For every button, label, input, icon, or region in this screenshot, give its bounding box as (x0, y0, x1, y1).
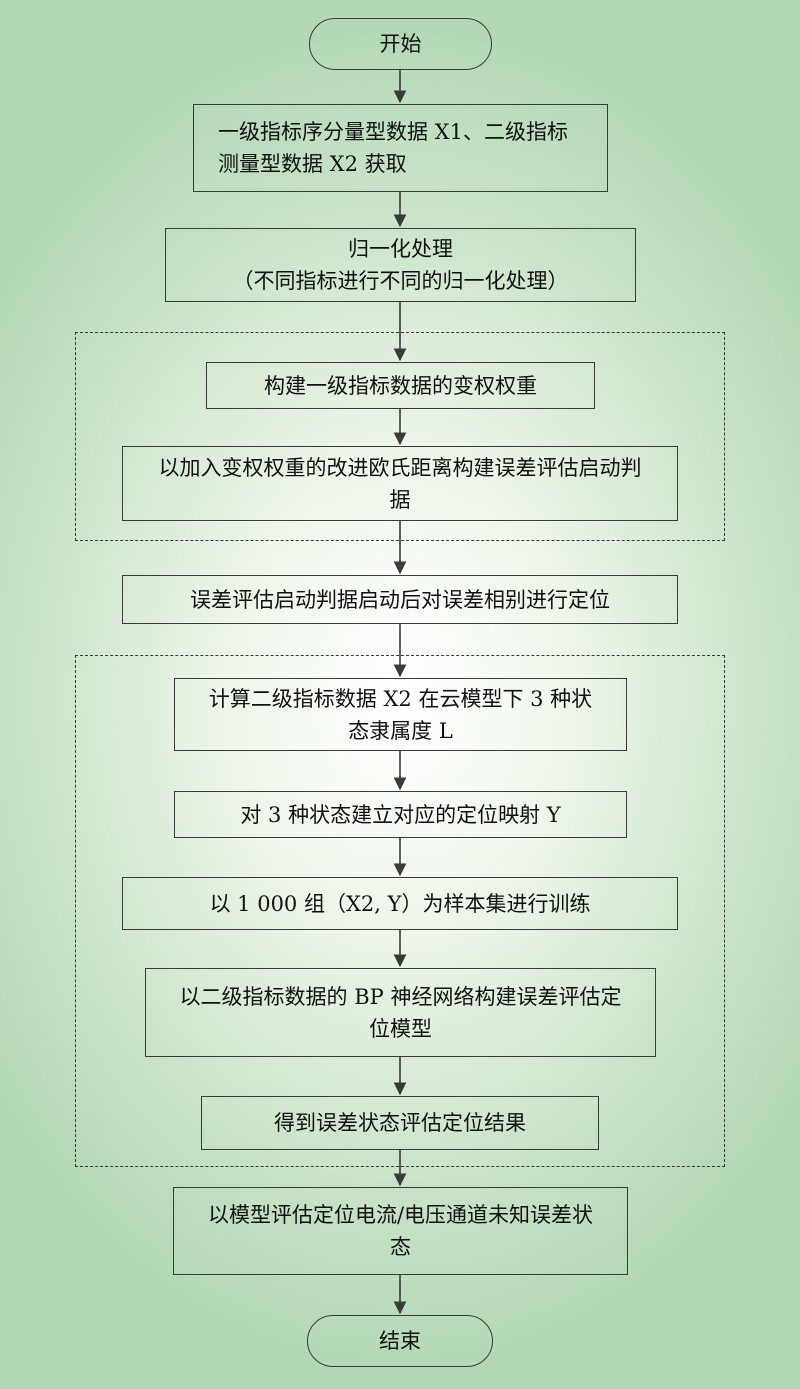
node-start: 开始 (309, 18, 492, 70)
node-acquire-label: 一级指标序分量型数据 X1、二级指标测量型数据 X2 获取 (218, 120, 568, 176)
node-criterion-label: 以加入变权权重的改进欧氏距离构建误差评估启动判据 (158, 455, 642, 512)
node-criterion: 以加入变权权重的改进欧氏距离构建误差评估启动判据 (122, 446, 678, 521)
node-result-label: 得到误差状态评估定位结果 (274, 1111, 526, 1135)
node-membership: 计算二级指标数据 X2 在云模型下 3 种状态隶属度 L (174, 678, 627, 751)
node-start-label: 开始 (379, 32, 422, 56)
node-result: 得到误差状态评估定位结果 (201, 1096, 599, 1150)
node-assess: 以模型评估定位电流/电压通道未知误差状态 (173, 1187, 628, 1275)
node-locate-phase: 误差评估启动判据启动后对误差相别进行定位 (122, 575, 678, 624)
node-bp-model-label: 以二级指标数据的 BP 神经网络构建误差评估定位模型 (179, 984, 622, 1041)
node-end: 结束 (307, 1315, 493, 1367)
node-bp-model: 以二级指标数据的 BP 神经网络构建误差评估定位模型 (145, 968, 656, 1057)
node-end-label: 结束 (379, 1329, 421, 1353)
node-acquire: 一级指标序分量型数据 X1、二级指标测量型数据 X2 获取 (193, 104, 608, 192)
node-normalize-label: 归一化处理 （不同指标进行不同的归一化处理） (232, 237, 569, 293)
node-mapping: 对 3 种状态建立对应的定位映射 Y (174, 791, 627, 838)
node-membership-label: 计算二级指标数据 X2 在云模型下 3 种状态隶属度 L (208, 686, 593, 743)
node-locate-phase-label: 误差评估启动判据启动后对误差相别进行定位 (190, 587, 610, 612)
node-assess-label: 以模型评估定位电流/电压通道未知误差状态 (207, 1203, 594, 1259)
node-mapping-label: 对 3 种状态建立对应的定位映射 Y (240, 802, 561, 827)
node-weight-label: 构建一级指标数据的变权权重 (264, 373, 537, 398)
node-training-label: 以 1 000 组（X2, Y）为样本集进行训练 (209, 891, 591, 916)
node-training: 以 1 000 组（X2, Y）为样本集进行训练 (122, 877, 678, 930)
node-normalize: 归一化处理 （不同指标进行不同的归一化处理） (165, 228, 636, 302)
node-weight: 构建一级指标数据的变权权重 (206, 362, 595, 409)
